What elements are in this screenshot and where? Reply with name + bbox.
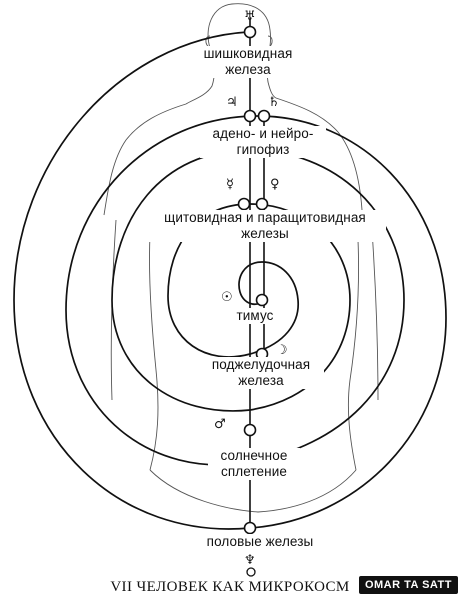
- node-thymus: [255, 293, 269, 307]
- label-pineal-line1: шишковидная: [203, 46, 293, 61]
- label-pituitary-line2: гипофиз: [236, 142, 290, 157]
- mercury-symbol-icon: ☿: [226, 177, 234, 192]
- label-pancreas-line2: железа: [238, 373, 284, 388]
- hip-outline: [149, 469, 357, 513]
- node-pineal: [243, 25, 257, 39]
- neptune-symbol-icon: ♆: [244, 553, 256, 568]
- spiral-ring-2: [111, 149, 405, 463]
- neptune-symbol-ring-icon: [246, 567, 256, 577]
- human-figure-outline: [103, 3, 379, 513]
- label-thyroid: щитовидная и паращитовидная железы: [144, 210, 386, 242]
- label-solar-plexus-line1: солнечное: [220, 448, 288, 463]
- label-pineal: шишковидная железа: [188, 46, 308, 78]
- spiral-ring-4: [238, 261, 299, 355]
- label-solar-plexus-line2: сплетение: [221, 464, 287, 479]
- node-thyroid-left: [237, 197, 251, 211]
- arm-right-outline: [371, 229, 379, 401]
- shoulder-left-outline: [103, 103, 187, 216]
- label-pineal-line2: железа: [225, 62, 271, 77]
- figure-caption: VII ЧЕЛОВЕК КАК МИКРОКОСМ: [110, 579, 350, 595]
- moon-symbol-icon: ☽: [276, 343, 288, 358]
- mars-symbol-icon: ♂: [214, 417, 226, 432]
- label-pituitary-line1: адено- и нейро-: [212, 126, 314, 141]
- saturn-symbol-icon: ♄: [268, 95, 280, 110]
- node-thyroid-right: [255, 197, 269, 211]
- label-pancreas: поджелудочная железа: [198, 357, 324, 389]
- node-solar-plexus: [243, 423, 257, 437]
- uranus-symbol-icon: ♅: [244, 9, 256, 24]
- label-pancreas-line1: поджелудочная: [211, 357, 311, 372]
- label-solar-plexus: солнечное сплетение: [208, 448, 300, 480]
- head-outline: [207, 3, 277, 99]
- node-pituitary-left: [243, 109, 257, 123]
- venus-symbol-icon: ♀: [270, 177, 280, 192]
- watermark: OMAR TA SATT: [358, 576, 458, 594]
- jupiter-symbol-icon: ♃: [226, 95, 238, 110]
- label-pituitary: адено- и нейро- гипофиз: [200, 126, 326, 158]
- spiral-outer-arc: [13, 31, 251, 530]
- label-gonads: половые железы: [194, 534, 326, 550]
- label-thyroid-line2: железы: [241, 226, 289, 241]
- node-gonads: [243, 521, 257, 535]
- sun-symbol-icon: ☉: [221, 290, 233, 305]
- label-thymus: тимус: [226, 308, 284, 324]
- node-pituitary-right: [257, 109, 271, 123]
- shoulder-right-outline: [275, 97, 363, 211]
- torso-left-outline: [149, 234, 159, 471]
- label-thyroid-line1: щитовидная и паращитовидная: [164, 210, 366, 225]
- torso-right-outline: [347, 239, 359, 471]
